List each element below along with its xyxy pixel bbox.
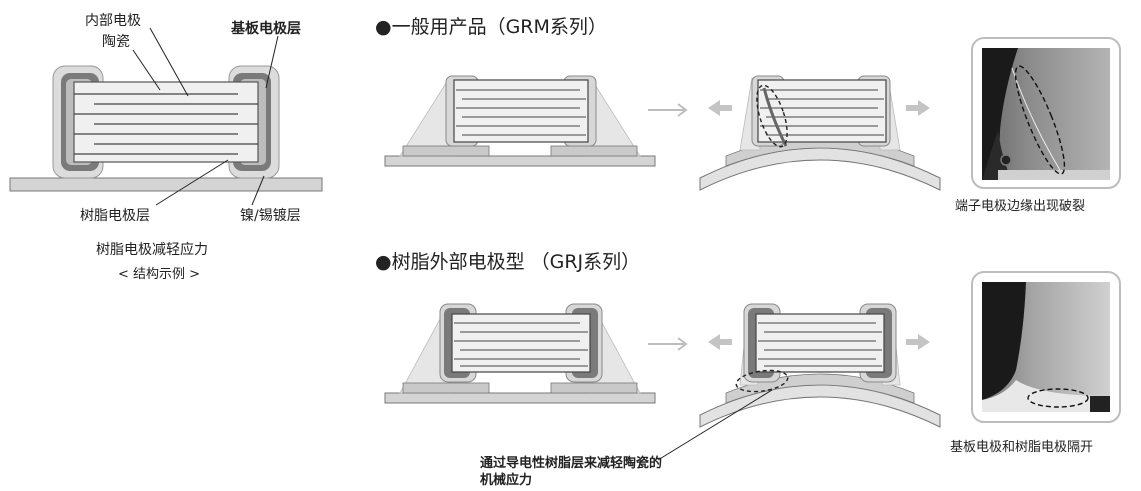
resin-title: ●树脂外部电极型 （GRJ系列） (375, 251, 640, 273)
resin-flat (384, 303, 656, 404)
resin-pull-arrows (708, 334, 930, 350)
label-plating: 镍/锡镀层 (240, 207, 301, 224)
label-resin-electrode: 树脂电极层 (80, 208, 150, 224)
general-process-arrow (648, 103, 688, 117)
resin-gap-highlight (735, 369, 789, 393)
resin-note-line1: 通过导电性树脂层来减轻陶瓷的 (480, 455, 662, 471)
resin-process-arrow (648, 337, 688, 351)
general-crack (762, 87, 788, 147)
structure-example: 内部电极 陶瓷 基板电极层 树脂电极层 镍/锡镀层 树脂电极减轻应力 < 结构示… (9, 13, 323, 282)
general-flat-board (384, 155, 656, 167)
section-general: ●一般用产品（GRM系列） (375, 16, 1121, 214)
general-flat (384, 75, 656, 167)
resin-photo-caption: 基板电极和树脂电极隔开 (950, 440, 1093, 455)
general-photo (971, 37, 1121, 189)
label-inner-electrode: 内部电极 (85, 13, 141, 29)
label-ceramic: 陶瓷 (102, 34, 130, 50)
structure-ceramic (73, 81, 259, 163)
general-photo-caption: 端子电极边缘出现破裂 (955, 199, 1085, 214)
resin-flat-board (384, 392, 656, 404)
general-pull-arrows (708, 100, 930, 116)
resin-photo (971, 271, 1121, 423)
general-photo-highlight (1014, 65, 1066, 175)
resin-photo-highlight (1027, 388, 1089, 408)
structure-caption-1: 树脂电极减轻应力 (96, 241, 208, 258)
resin-note-leader (657, 389, 773, 461)
structure-leaders (132, 27, 279, 206)
structure-board (9, 177, 323, 192)
structure-caption-2: < 结构示例 > (118, 267, 200, 282)
structure-inner-electrodes (74, 93, 258, 155)
section-resin: ●树脂外部电极型 （GRJ系列） (375, 251, 1121, 488)
label-substrate-electrode: 基板电极层 (231, 20, 301, 37)
general-bent (699, 75, 941, 191)
resin-bent (699, 303, 941, 428)
general-title: ●一般用产品（GRM系列） (375, 16, 607, 38)
resin-note-line2: 机械应力 (480, 472, 532, 488)
